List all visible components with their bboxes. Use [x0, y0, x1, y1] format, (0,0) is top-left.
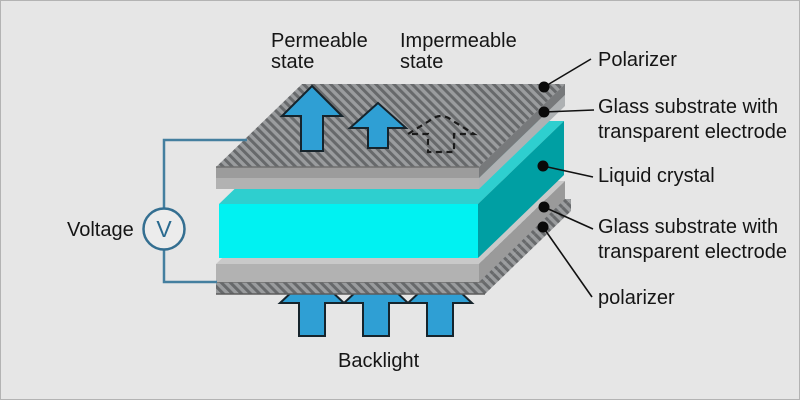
light-state-arrows	[279, 84, 478, 154]
liquid-crystal-side-face	[478, 121, 564, 258]
bottom-polarizer-front-face	[216, 282, 485, 294]
wire-bottom	[162, 250, 217, 284]
dot-glass-bottom	[538, 201, 550, 213]
voltmeter-icon	[142, 207, 186, 251]
permeable-state-label-line2: state	[271, 51, 314, 73]
blocked-light-dashed-arrow-icon	[404, 114, 478, 154]
impermeable-state-label-line1: Impermeable	[400, 30, 517, 52]
glass-bottom-label-line2: transparent electrode	[598, 241, 787, 263]
leader-lines	[542, 58, 595, 298]
dot-liquid-crystal	[537, 160, 549, 172]
dot-polarizer-bottom	[537, 221, 549, 233]
polarizer-top-label: Polarizer	[598, 49, 677, 71]
glass-top-label-line2: transparent electrode	[598, 121, 787, 143]
impermeable-state-label-line2: state	[400, 51, 443, 73]
top-glass-front-face	[216, 178, 479, 189]
backlight-label: Backlight	[338, 350, 420, 372]
layer-labels: Polarizer Glass substrate with transpare…	[598, 49, 787, 309]
leader-liquid-crystal	[542, 165, 594, 178]
glass-top-label-line1: Glass substrate with	[598, 96, 778, 118]
liquid-crystal-label: Liquid crystal	[598, 165, 715, 187]
liquid-crystal-front-face	[219, 204, 478, 258]
leader-glass-top	[543, 109, 595, 113]
dot-glass-top	[538, 106, 550, 118]
glass-bottom-label-line1: Glass substrate with	[598, 216, 778, 238]
wire-top	[162, 138, 247, 208]
permeable-light-arrow-icon	[347, 101, 409, 149]
dot-polarizer-top	[538, 81, 550, 93]
permeable-light-arrow-icon	[279, 84, 345, 152]
bottom-glass-front-face	[216, 264, 479, 282]
state-captions: Permeable state Impermeable state	[271, 30, 517, 73]
leader-polarizer-bottom	[542, 226, 593, 298]
permeable-state-label-line1: Permeable	[271, 30, 368, 52]
top-polarizer-front-face	[216, 167, 479, 178]
leader-polarizer-top	[543, 58, 592, 88]
leader-glass-bottom	[543, 206, 594, 230]
voltage-circuit: V	[142, 138, 247, 284]
polarizer-bottom-label: polarizer	[598, 287, 675, 309]
top-glass-side-face	[479, 95, 565, 189]
voltmeter-symbol: V	[156, 216, 172, 242]
bottom-polarizer-side-face	[485, 199, 571, 294]
leader-dots	[537, 81, 550, 233]
voltage-label: Voltage	[67, 219, 134, 241]
